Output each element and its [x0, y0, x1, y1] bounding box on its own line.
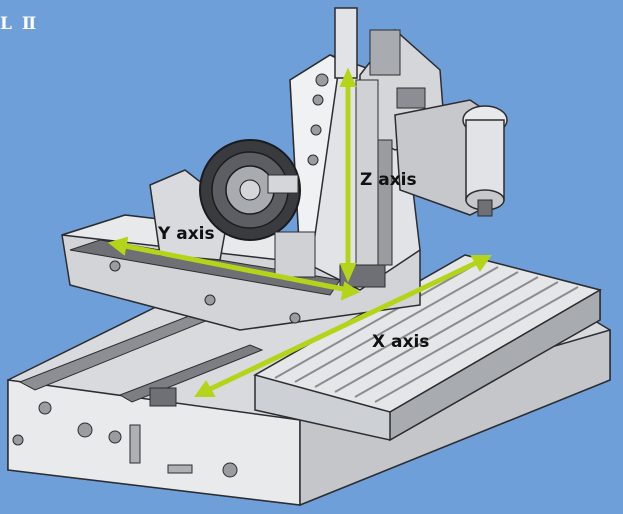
x-axis-arrowhead-right — [470, 255, 492, 272]
z-axis-arrowhead-bottom — [339, 263, 357, 283]
tool-magazine — [149, 139, 316, 278]
y-axis-label: Y axis — [158, 224, 215, 244]
z-axis-arrowhead-top — [339, 67, 357, 87]
corner-label: L Ⅱ — [0, 14, 39, 34]
y-axis-arrowhead-right — [340, 281, 361, 301]
base-rails — [18, 299, 264, 407]
work-table — [253, 254, 602, 442]
x-axis-arrow — [205, 259, 481, 393]
z-rail — [339, 79, 393, 288]
spindle-head — [334, 7, 508, 217]
x-axis-arrowhead-left — [194, 380, 216, 397]
z-axis-label: Z axis — [360, 170, 417, 190]
y-axis-arrow — [122, 243, 351, 293]
x-axis-label: X axis — [372, 332, 430, 352]
axis-arrows — [107, 67, 492, 397]
y-axis-arrowhead-left — [107, 236, 129, 256]
